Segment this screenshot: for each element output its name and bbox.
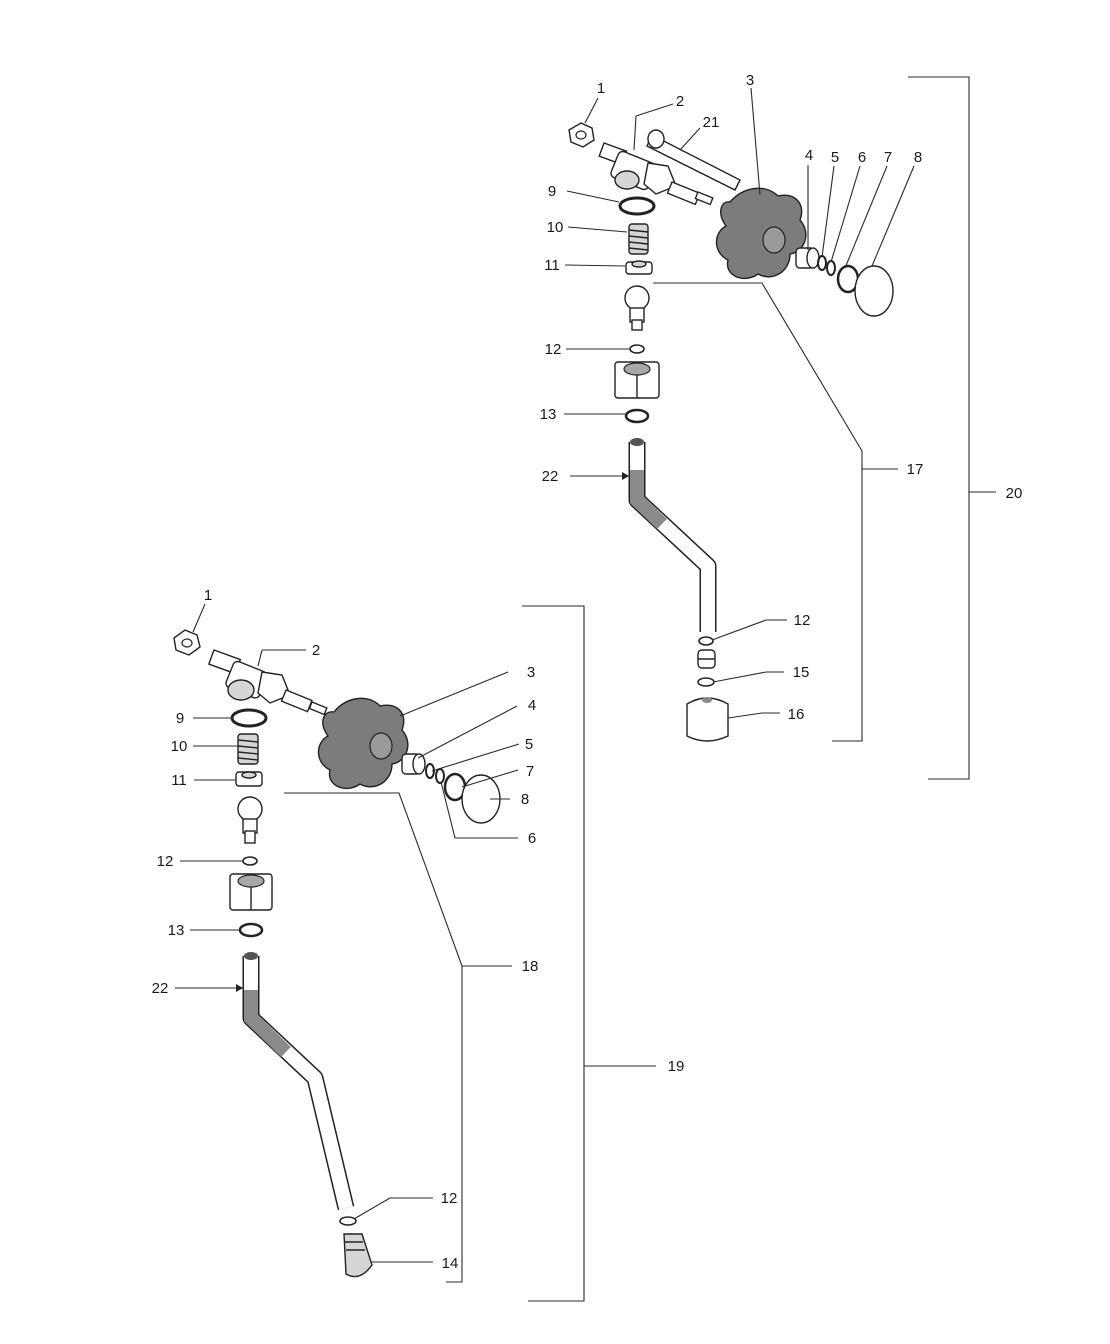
part-ring-12 — [629, 344, 645, 354]
label-10: 10 — [171, 738, 188, 755]
part-cap-8 — [854, 265, 894, 317]
part-knob-3 — [715, 187, 807, 279]
part-valve-body-2 — [598, 142, 714, 206]
part-nut-coupling — [614, 361, 660, 399]
label-11: 11 — [544, 257, 560, 274]
label-3: 3 — [527, 664, 535, 681]
part-pipe-22 — [242, 952, 355, 1210]
part-pin — [624, 285, 650, 331]
label-7: 7 — [526, 763, 534, 780]
label-15: 15 — [793, 664, 810, 681]
label-5: 5 — [831, 149, 839, 166]
label-13: 13 — [540, 406, 557, 423]
part-ring-12-lower — [698, 636, 714, 646]
label-8: 8 — [914, 149, 922, 166]
label-8: 8 — [521, 791, 529, 808]
part-valve-body-2 — [207, 649, 328, 716]
part-spring-10 — [628, 223, 649, 255]
part-pipe-22 — [628, 438, 717, 632]
part-tip-14 — [343, 1233, 373, 1278]
label-21: 21 — [703, 114, 720, 131]
label-13: 13 — [168, 922, 185, 939]
label-17: 17 — [907, 461, 924, 478]
part-bushing-4 — [795, 247, 820, 269]
label-11: 11 — [171, 772, 187, 789]
part-cap-16 — [686, 697, 729, 742]
label-22: 22 — [152, 980, 169, 997]
bracket-19 — [522, 605, 585, 1302]
part-ring-13 — [238, 922, 264, 938]
label-4: 4 — [805, 147, 813, 164]
label-20: 20 — [1006, 485, 1023, 502]
part-rod-21 — [646, 129, 741, 191]
part-bushing-4 — [401, 753, 426, 775]
part-nozzle — [697, 649, 716, 669]
part-spring-10 — [237, 733, 259, 765]
label-16: 16 — [788, 706, 805, 723]
bracket-17 — [653, 282, 863, 742]
part-ring-6 — [435, 768, 445, 784]
label-9: 9 — [176, 710, 184, 727]
label-12: 12 — [157, 853, 174, 870]
part-knob-3 — [317, 697, 409, 789]
part-ring-13 — [624, 408, 650, 424]
part-ring-15 — [697, 677, 715, 687]
part-washer-11 — [235, 771, 263, 787]
part-clip-5 — [425, 763, 435, 779]
label-3: 3 — [746, 72, 754, 89]
label-19: 19 — [668, 1058, 685, 1075]
label-6: 6 — [528, 830, 536, 847]
label-5: 5 — [525, 736, 533, 753]
part-pin — [237, 796, 263, 844]
assembly-b: 1 2 3 4 5 7 8 6 9 10 11 12 13 22 18 19 1… — [152, 587, 685, 1302]
label-6: 6 — [858, 149, 866, 166]
part-ring-12 — [242, 856, 258, 866]
label-2: 2 — [312, 642, 320, 659]
label-12: 12 — [545, 341, 562, 358]
part-ring-9 — [618, 196, 656, 216]
label-9: 9 — [548, 183, 556, 200]
part-washer-11 — [625, 260, 653, 275]
part-ring-12-lower — [339, 1216, 357, 1226]
label-1: 1 — [597, 80, 605, 97]
bracket-18 — [284, 792, 463, 1283]
part-nut-1 — [173, 629, 201, 656]
label-12-lower: 12 — [794, 612, 811, 629]
label-2: 2 — [676, 93, 684, 110]
label-14: 14 — [442, 1255, 459, 1272]
part-ring-6 — [826, 260, 836, 276]
label-18: 18 — [522, 958, 539, 975]
part-nut-1 — [568, 122, 595, 148]
label-12-lower: 12 — [441, 1190, 458, 1207]
label-10: 10 — [547, 219, 564, 236]
label-1: 1 — [204, 587, 212, 604]
label-7: 7 — [884, 149, 892, 166]
bracket-20 — [908, 76, 970, 780]
label-4: 4 — [528, 697, 536, 714]
assembly-a: 1 2 21 3 4 5 6 7 8 9 10 11 12 13 22 17 2… — [540, 72, 1023, 780]
label-22: 22 — [542, 468, 559, 485]
part-nut-coupling — [229, 873, 273, 911]
part-ring-9 — [230, 708, 268, 728]
part-clip-5 — [817, 255, 827, 271]
